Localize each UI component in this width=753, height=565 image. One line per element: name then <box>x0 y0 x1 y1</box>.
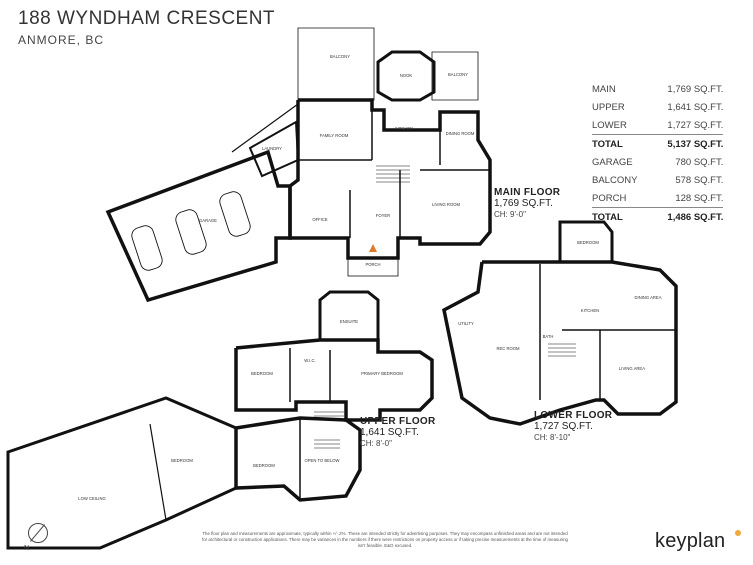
area-value: 1,769 SQ.FT. <box>667 83 724 95</box>
room-low-ceiling: LOW CEILING <box>78 496 105 501</box>
main-floor-plan <box>105 27 492 303</box>
area-row: BALCONY 578 SQ.FT. <box>592 171 723 189</box>
garage-walls <box>105 149 292 303</box>
compass-icon <box>28 523 48 543</box>
area-label: GARAGE <box>592 156 633 168</box>
main-floor-ceiling: CH: 9'-0" <box>494 210 526 219</box>
area-row: UPPER 1,641 SQ.FT. <box>592 98 723 116</box>
upper-floor-ceiling: CH: 8'-0" <box>360 439 392 448</box>
area-label: TOTAL <box>592 207 638 226</box>
area-value: 1,641 SQ.FT. <box>667 101 724 113</box>
room-porch: PORCH <box>365 262 380 267</box>
room-family-room: FAMILY ROOM <box>320 133 349 138</box>
upper-floor-walls <box>234 338 434 422</box>
disclaimer-text: The floor plan and measurements are appr… <box>202 531 568 548</box>
main-floor-walls <box>288 98 492 260</box>
lower-floor-area: 1,727 SQ.FT. <box>534 421 593 432</box>
area-label: BALCONY <box>592 174 638 186</box>
area-row: PORCH 128 SQ.FT. <box>592 189 723 208</box>
area-value: 1,486 SQ.FT. <box>637 207 724 226</box>
upper-floor-name: UPPER FLOOR <box>360 416 436 427</box>
upper-floor-plan <box>6 290 434 550</box>
area-summary-table: MAIN 1,769 SQ.FT. UPPER 1,641 SQ.FT. LOWER… <box>592 80 724 226</box>
area-value: 1,727 SQ.FT. <box>667 119 724 131</box>
room-bedroom-lower: BEDROOM <box>577 240 599 245</box>
lower-floor-label: LOWER FLOOR 1,727 SQ.FT. CH: 8'-10" <box>534 410 612 443</box>
room-balcony-main: BALCONY <box>330 54 350 59</box>
lower-floor-walls <box>442 260 678 426</box>
area-label: LOWER <box>592 119 627 131</box>
upper-lower-wing-walls <box>234 416 362 502</box>
room-utility: UTILITY <box>458 321 474 326</box>
ensuite-walls <box>318 290 380 342</box>
area-value: 780 SQ.FT. <box>675 156 724 168</box>
main-floor-label: MAIN FLOOR 1,769 SQ.FT. CH: 9'-0" <box>494 187 560 220</box>
room-nook: NOOK <box>400 73 413 78</box>
room-wic: W.I.C. <box>304 358 315 363</box>
room-bath-lower: BATH <box>543 334 554 339</box>
main-floor-area: 1,769 SQ.FT. <box>494 198 553 209</box>
main-floor-name: MAIN FLOOR <box>494 187 561 198</box>
room-bedroom-upper-3: BEDROOM <box>171 458 193 463</box>
area-row: GARAGE 780 SQ.FT. <box>592 153 723 171</box>
compass-north-label: N <box>24 545 30 552</box>
area-label: UPPER <box>592 101 625 113</box>
small-balcony-outline <box>431 51 479 101</box>
room-office: OFFICE <box>312 217 328 222</box>
room-balcony-small: BALCONY <box>448 72 468 77</box>
room-dining-area: DINING AREA <box>635 295 662 300</box>
laundry-walls <box>248 120 300 178</box>
property-address: 188 WYNDHAM CRESCENT <box>18 8 276 29</box>
room-living-area: LIVING AREA <box>619 366 645 371</box>
upper-floor-label: UPPER FLOOR 1,641 SQ.FT. CH: 8'-0" <box>360 416 436 449</box>
low-ceiling-wing-walls <box>6 396 238 550</box>
keyplan-logo: keyplan <box>655 530 726 552</box>
room-laundry: LAUNDRY <box>262 146 282 151</box>
area-value: 578 SQ.FT. <box>675 174 724 186</box>
room-bedroom-upper-2: BEDROOM <box>253 463 275 468</box>
room-labels: BALCONY NOOK BALCONY FAMILY ROOM KITCHEN… <box>78 54 661 501</box>
room-rec-room: REC ROOM <box>496 346 520 351</box>
lower-floor-name: LOWER FLOOR <box>534 410 613 421</box>
room-living-room: LIVING ROOM <box>432 202 460 207</box>
area-value: 128 SQ.FT. <box>675 192 724 204</box>
entrance-marker <box>369 244 377 252</box>
logo-dot-icon <box>735 530 741 536</box>
nook-walls <box>376 50 436 102</box>
porch-outline <box>347 257 399 277</box>
room-foyer: FOYER <box>376 213 390 218</box>
area-row: MAIN 1,769 SQ.FT. <box>592 80 723 98</box>
garage-drive <box>231 103 299 153</box>
main-balcony-outline <box>297 27 375 101</box>
area-value: 5,137 SQ.FT. <box>637 134 724 153</box>
room-kitchen: KITCHEN <box>395 126 413 131</box>
room-bedroom-upper-1: BEDROOM <box>251 371 273 376</box>
area-label: MAIN <box>592 83 616 95</box>
upper-floor-area: 1,641 SQ.FT. <box>360 427 419 438</box>
room-open-to-below: OPEN TO BELOW <box>305 458 340 463</box>
lower-floor-plan <box>442 220 678 426</box>
room-garage: GARAGE <box>199 218 217 223</box>
room-ensuite: ENSUITE <box>340 319 358 324</box>
area-label: TOTAL <box>592 134 638 153</box>
room-dining-room: DINING ROOM <box>446 131 475 136</box>
room-kitchen-lower: KITCHEN <box>581 308 599 313</box>
property-city: ANMORE, BC <box>18 33 105 47</box>
room-primary-bedroom: PRIMARY BEDROOM <box>361 371 403 376</box>
lower-floor-ceiling: CH: 8'-10" <box>534 433 571 442</box>
area-label: PORCH <box>592 192 627 204</box>
area-row: LOWER 1,727 SQ.FT. <box>592 116 723 135</box>
